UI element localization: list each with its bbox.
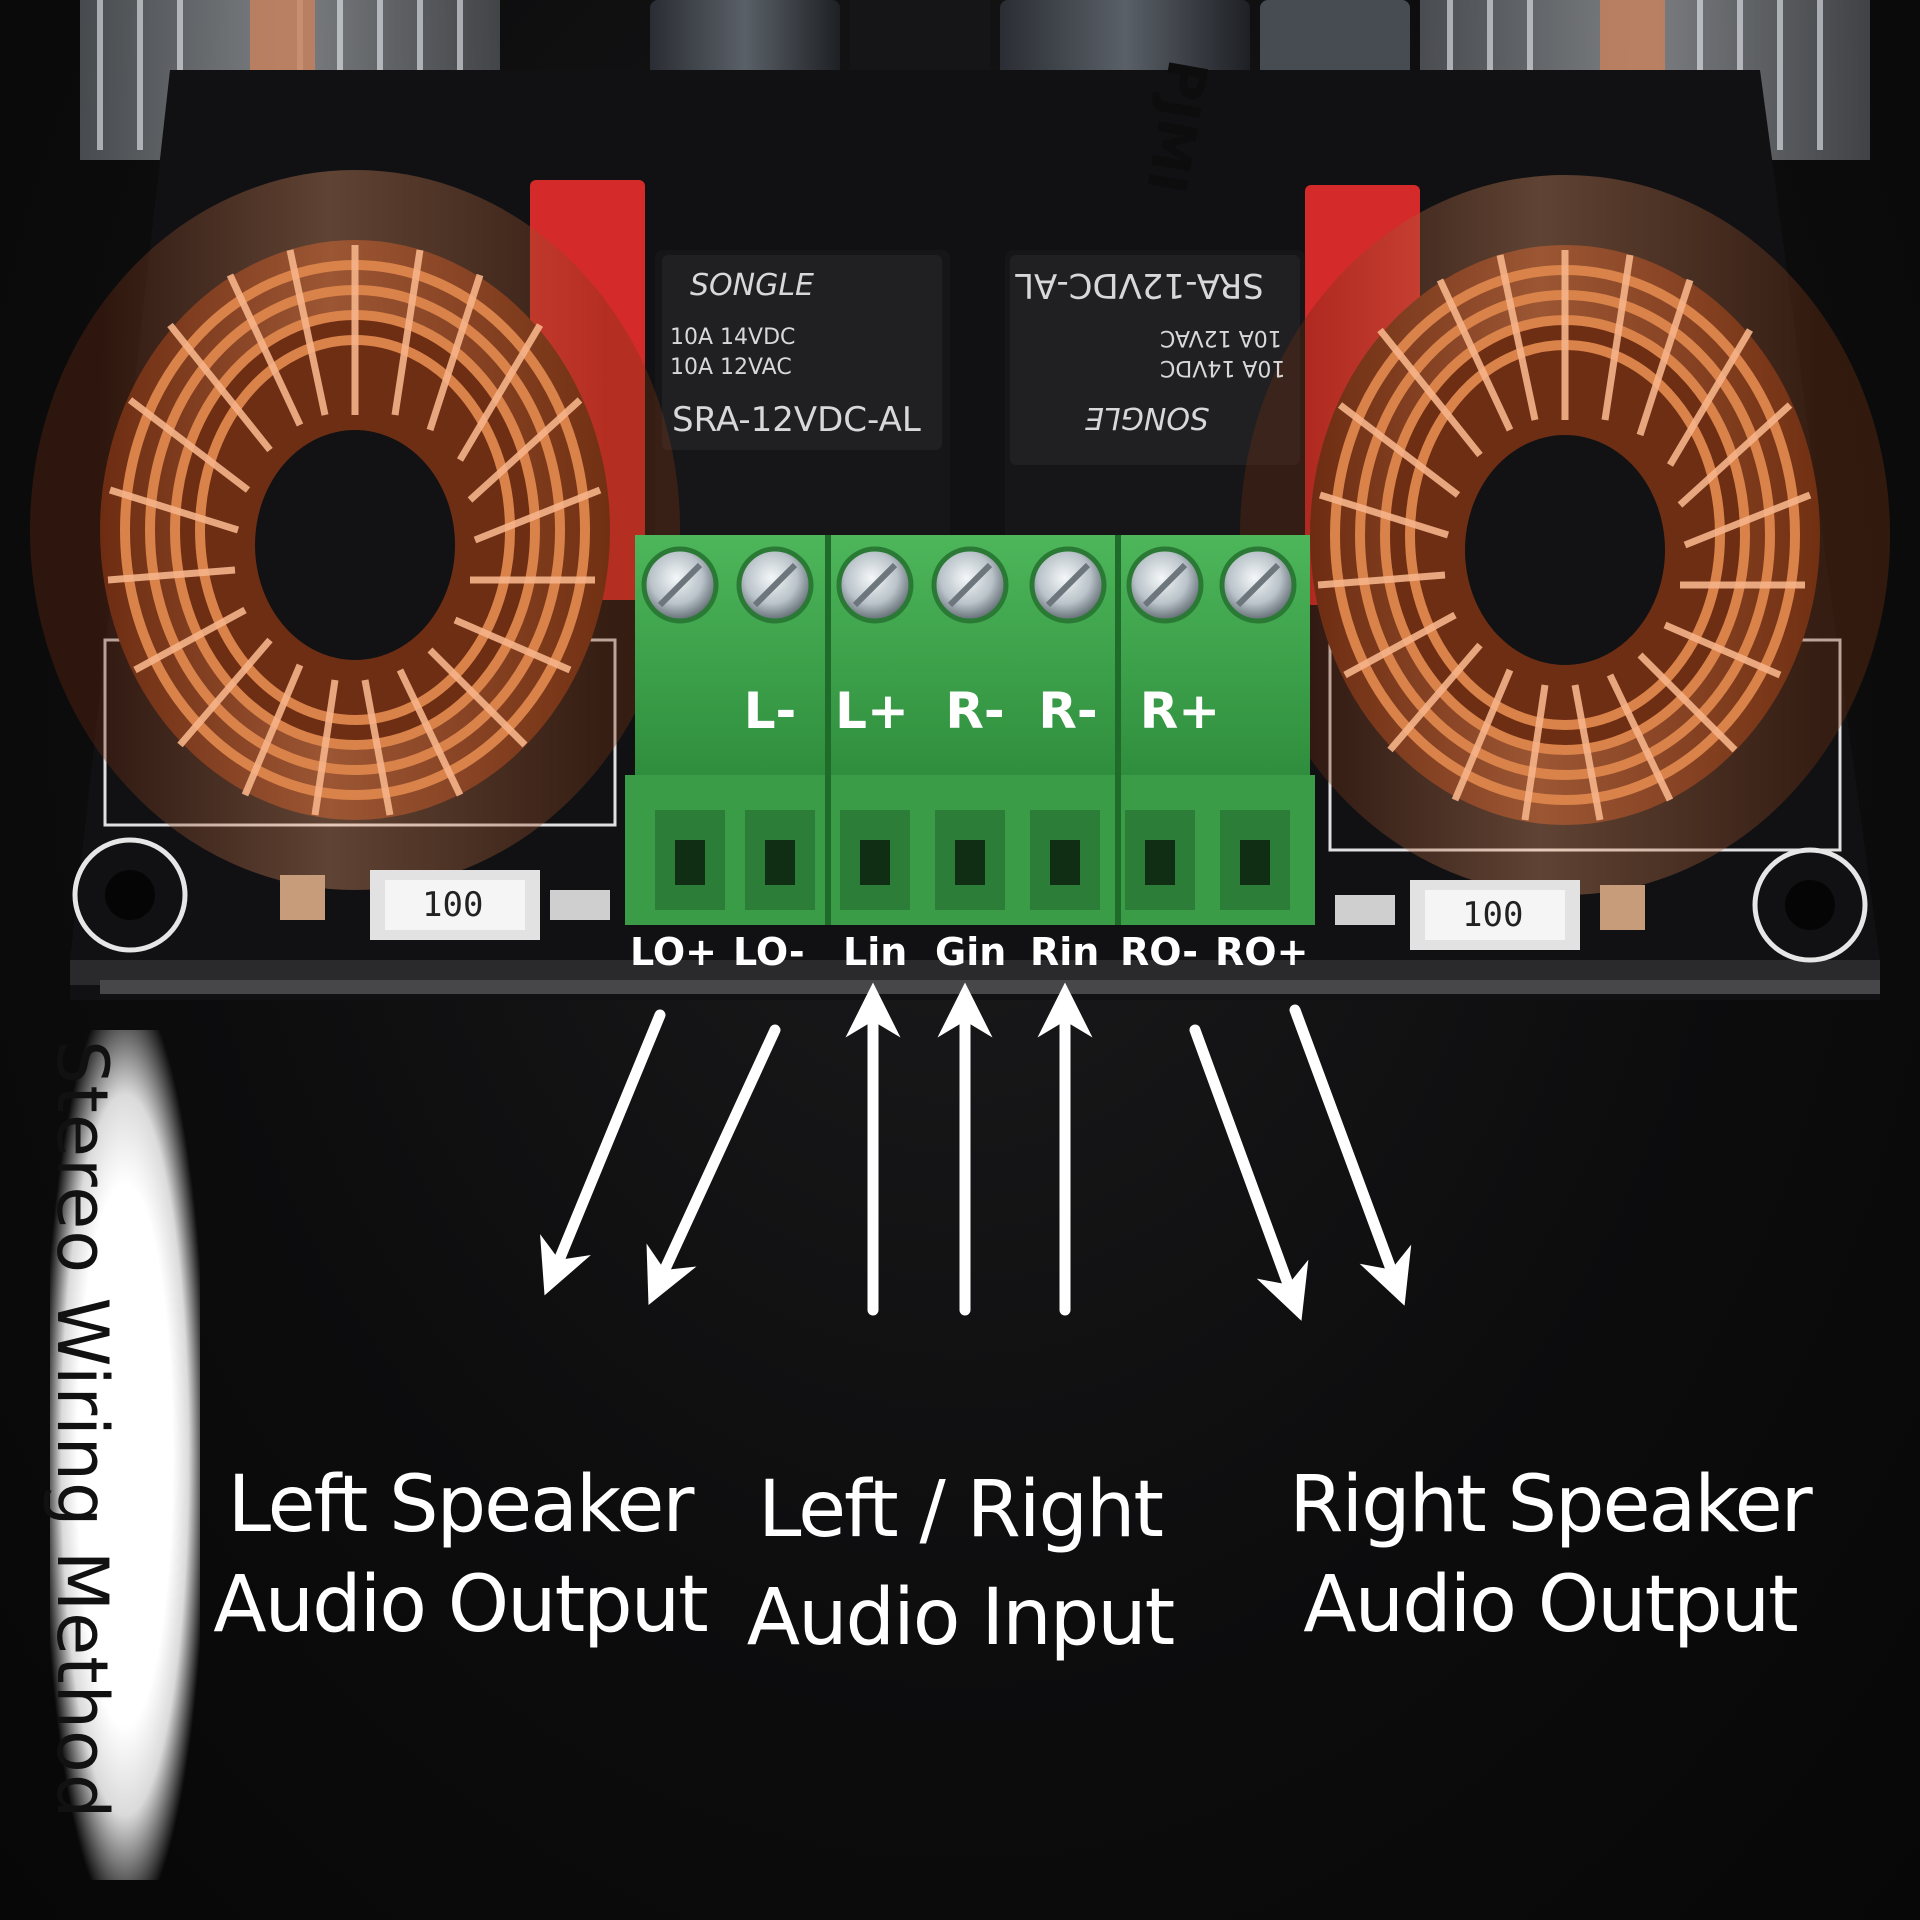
relay-right-model: SRA-12VDC-AL — [1015, 265, 1264, 305]
relay-left-model: SRA-12VDC-AL — [672, 400, 921, 440]
screw-terminal-block — [625, 535, 1315, 925]
resistor-right-value: 100 — [1462, 895, 1524, 935]
relay-right — [1005, 250, 1305, 550]
caption-left-line1: Left Speaker — [227, 1460, 695, 1550]
caption-left-speaker-output: Left Speaker Audio Output — [200, 1455, 720, 1655]
toroid-inductor-left — [30, 170, 680, 890]
relay-left — [655, 250, 950, 550]
relay-left-rating2: 10A 12VAC — [670, 355, 792, 380]
wiring-arrows — [540, 982, 1412, 1321]
toroid-inductor-right — [1240, 175, 1890, 895]
caption-right-line1: Right Speaker — [1289, 1460, 1812, 1550]
relay-right-rating2: 10A 12VAC — [1160, 325, 1282, 350]
side-title: Stereo Wiring Method — [41, 1040, 123, 1820]
arrow-ro-plus — [1289, 1004, 1412, 1306]
terminal-label-r-plus: R+ — [1139, 682, 1221, 740]
smd-components-right — [1335, 880, 1645, 950]
pin-label-gin: Gin — [935, 930, 1007, 974]
pin-label-lo-plus: LO+ — [630, 930, 718, 974]
pin-label-lin: Lin — [843, 930, 908, 974]
terminal-label-r-minus-1: R- — [945, 682, 1005, 740]
caption-left-line2: Audio Output — [213, 1560, 708, 1650]
caption-middle-line2: Audio Input — [746, 1573, 1175, 1663]
arrow-lo-minus — [646, 1024, 781, 1305]
caption-right-line2: Audio Output — [1303, 1560, 1798, 1650]
terminal-label-l-minus: L- — [743, 682, 797, 740]
pin-label-ro-plus: RO+ — [1215, 930, 1309, 974]
relay-left-rating1: 10A 14VDC — [670, 325, 796, 350]
resistor-left-value: 100 — [422, 885, 484, 925]
pin-label-ro-minus: RO- — [1120, 930, 1199, 974]
side-title-highlight — [50, 1030, 200, 1880]
arrow-ro-minus — [1189, 1024, 1309, 1321]
pin-label-lo-minus: LO- — [733, 930, 805, 974]
relay-left-brand: SONGLE — [690, 268, 815, 303]
terminal-label-r-minus-2: R- — [1038, 682, 1098, 740]
arrow-lo-plus — [540, 1009, 666, 1296]
pin-label-rin: Rin — [1030, 930, 1100, 974]
relay-right-rating1: 10A 14VDC — [1160, 355, 1286, 380]
relay-right-brand: SONGLE — [1085, 400, 1210, 435]
terminal-label-l-plus: L+ — [835, 682, 909, 740]
caption-middle-line1: Left / Right — [757, 1465, 1164, 1555]
caption-right-speaker-output: Right Speaker Audio Output — [1270, 1455, 1830, 1655]
caption-audio-input: Left / Right Audio Input — [700, 1460, 1220, 1668]
smd-components-left — [280, 870, 610, 940]
